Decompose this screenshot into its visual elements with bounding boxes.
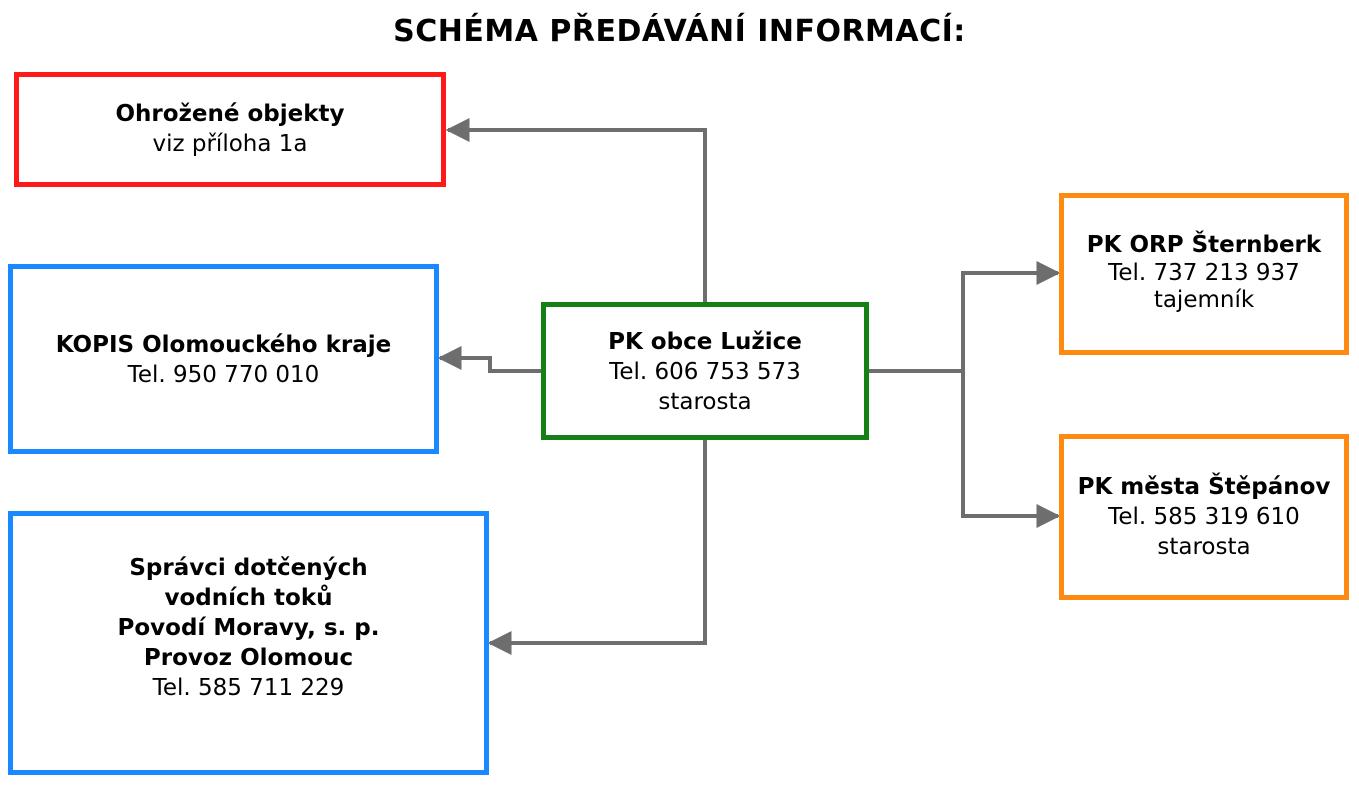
arrow-to-stepanov [961,371,1061,528]
stepanov-phone: Tel. 585 319 610 [1108,504,1300,530]
orp-name: PK ORP Šternberk [1086,232,1322,258]
kopis-name: KOPIS Olomouckého kraje [55,332,392,358]
kopis-box: KOPIS Olomouckého kraje Tel. 950 770 010 [8,264,439,454]
center-role: starosta [658,389,752,415]
spravci-phone: Tel. 585 711 229 [152,675,345,701]
spravci-box: Správci dotčených vodních toků Povodí Mo… [8,511,489,775]
orp-phone: Tel. 737 213 937 [1108,260,1300,286]
spravci-line-3: Povodí Moravy, s. p. [117,615,380,641]
ohrozene-name: Ohrožené objekty [115,101,345,127]
orp-box: PK ORP Šternberk Tel. 737 213 937 tajemn… [1059,193,1349,355]
arrow-to-kopis [437,346,542,373]
center-box: PK obce Lužice Tel. 606 753 573 starosta [541,302,869,440]
arrow-to-orp [961,261,1061,371]
ohrozene-objekty-box: Ohrožené objekty viz příloha 1a [14,72,446,187]
arrow-to-spravci [487,439,707,655]
spravci-line-1: Správci dotčených [129,555,368,581]
spravci-line-4: Provoz Olomouc [143,645,354,671]
stepanov-name: PK města Štěpánov [1077,474,1331,500]
center-name: PK obce Lužice [608,329,802,355]
stepanov-box: PK města Štěpánov Tel. 585 319 610 staro… [1059,434,1349,600]
stepanov-role: starosta [1157,534,1251,560]
kopis-phone: Tel. 950 770 010 [127,362,320,388]
orp-role: tajemník [1153,287,1255,313]
spravci-line-2: vodních toků [164,585,333,611]
ohrozene-detail: viz příloha 1a [152,131,308,157]
arrow-to-ohrozene [445,118,707,302]
diagram-title: SCHÉMA PŘEDÁVÁNÍ INFORMACÍ: [393,14,966,49]
center-phone: Tel. 606 753 573 [609,359,801,385]
